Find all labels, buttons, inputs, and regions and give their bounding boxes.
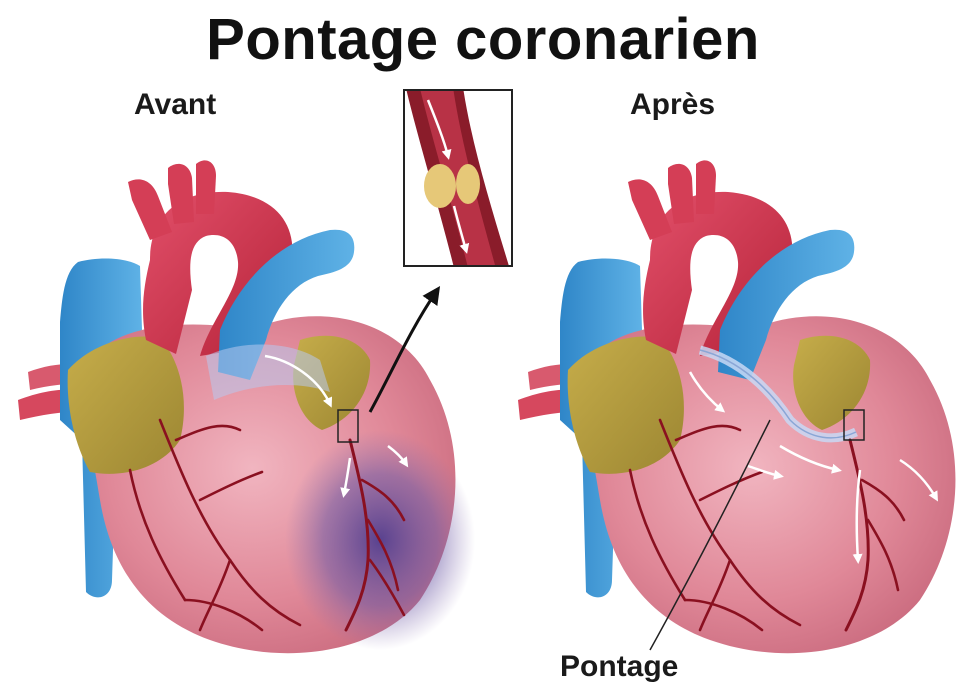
label-graft: Pontage [560, 650, 678, 684]
artery-blockage-inset [404, 80, 512, 276]
aorta-branch-3 [196, 160, 216, 214]
atrium-fat-left [68, 337, 184, 474]
aorta-branch-1 [128, 179, 172, 240]
plaque-right [456, 164, 480, 204]
aorta-branch-1-after [628, 179, 672, 240]
heart-after [518, 160, 955, 653]
label-after: Après [630, 88, 715, 122]
atrium-fat-left-after [568, 337, 684, 474]
page-title: Pontage coronarien [0, 6, 966, 73]
aorta-branch-3-after [696, 160, 716, 214]
plaque-left [424, 164, 456, 208]
label-before: Avant [134, 88, 216, 122]
